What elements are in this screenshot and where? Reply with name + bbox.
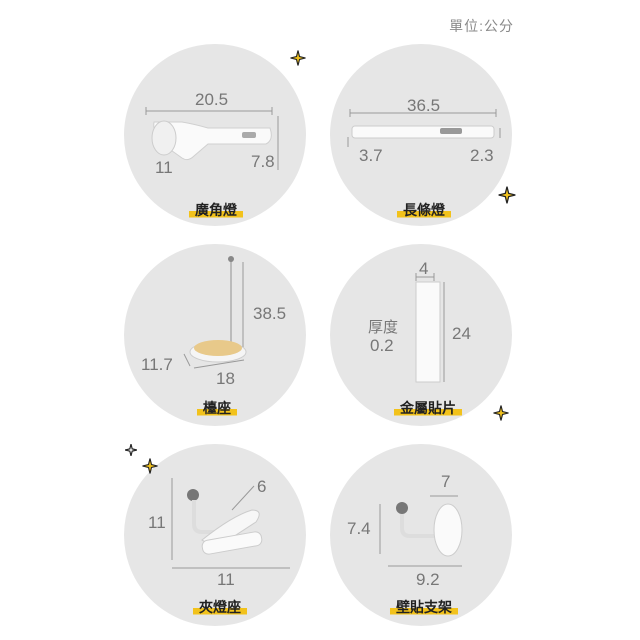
base-illustration	[183, 256, 247, 369]
height-dimension: 38.5	[253, 304, 287, 323]
product-name-label: 長條燈	[397, 200, 451, 220]
thickness-dimension: 0.2	[370, 336, 394, 355]
width-dimension: 20.5	[195, 90, 229, 109]
clip-base-illustration	[171, 478, 290, 569]
product-name-label: 夾燈座	[193, 597, 247, 617]
depth-dimension: 11	[155, 158, 173, 177]
height-dimension: 2.3	[470, 146, 494, 165]
width-dimension: 11	[217, 570, 235, 589]
product-name-label: 廣角燈	[189, 200, 243, 220]
sparkle-icon	[125, 444, 137, 456]
depth-dimension: 11.7	[141, 355, 173, 374]
wall-bracket-illustration	[379, 495, 463, 567]
unit-label: 單位:公分	[449, 18, 514, 34]
thickness-caption: 厚度	[368, 319, 399, 336]
width-dimension: 18	[216, 369, 235, 388]
height-dimension: 11	[148, 513, 166, 532]
depth-dimension: 7	[441, 472, 451, 491]
width-dimension: 3.7	[359, 146, 383, 165]
sparkle-icon	[498, 186, 516, 204]
metal-plate-illustration	[415, 273, 445, 383]
wide-angle-lamp-illustration	[145, 107, 279, 170]
depth-dimension: 6	[257, 477, 267, 496]
sparkle-icon	[493, 405, 509, 421]
height-dimension: 24	[452, 324, 471, 343]
product-name-label: 金屬貼片	[394, 398, 462, 418]
bar-lamp-illustration	[347, 109, 501, 147]
length-dimension: 36.5	[407, 96, 441, 115]
sparkle-icon	[142, 458, 158, 474]
width-dimension: 4	[419, 259, 429, 278]
height-dimension: 7.4	[347, 519, 371, 538]
sparkle-icon	[290, 50, 306, 66]
width-dimension: 9.2	[416, 570, 440, 589]
height-dimension: 7.8	[251, 152, 275, 171]
product-name-label: 檯座	[197, 398, 237, 418]
card-background	[124, 244, 306, 426]
product-name-label: 壁貼支架	[390, 597, 458, 617]
